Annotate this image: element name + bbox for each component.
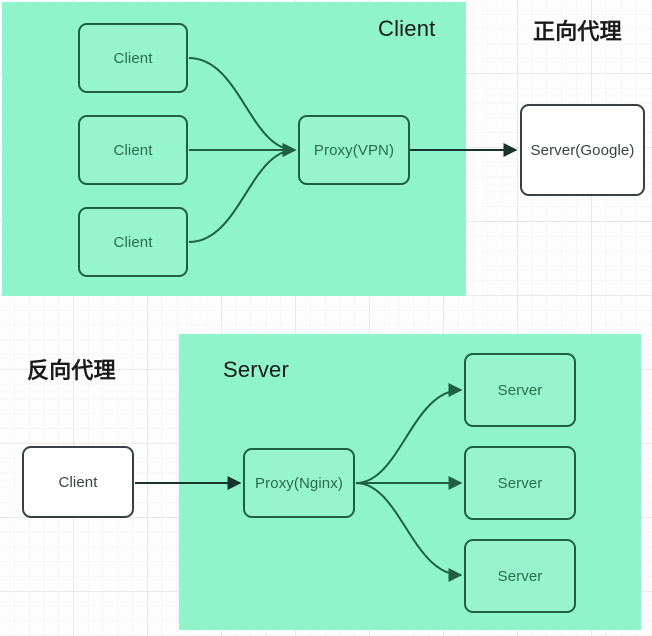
client-node-3[interactable]: Client — [78, 207, 188, 277]
client-node-1-label: Client — [113, 49, 153, 67]
client-group-title: Client — [378, 16, 436, 41]
server-node-3-label: Server — [497, 567, 543, 585]
client-node-1[interactable]: Client — [78, 23, 188, 93]
server-google-node[interactable]: Server(Google) — [520, 104, 645, 196]
server-node-2[interactable]: Server — [464, 446, 576, 520]
reverse-client-label: Client — [58, 473, 98, 491]
proxy-nginx-label: Proxy(Nginx) — [255, 474, 343, 492]
proxy-vpn-node[interactable]: Proxy(VPN) — [298, 115, 410, 185]
forward-proxy-title: 正向代理 — [533, 19, 622, 44]
server-node-2-label: Server — [497, 474, 543, 492]
server-node-1[interactable]: Server — [464, 353, 576, 427]
server-group-title: Server — [223, 357, 289, 382]
server-node-1-label: Server — [497, 381, 543, 399]
proxy-nginx-node[interactable]: Proxy(Nginx) — [243, 448, 355, 518]
server-google-label: Server(Google) — [530, 141, 635, 159]
client-node-3-label: Client — [113, 233, 153, 251]
client-node-2[interactable]: Client — [78, 115, 188, 185]
reverse-client-node[interactable]: Client — [22, 446, 134, 518]
reverse-proxy-title: 反向代理 — [27, 358, 116, 383]
client-node-2-label: Client — [113, 141, 153, 159]
proxy-vpn-label: Proxy(VPN) — [313, 141, 395, 159]
server-node-3[interactable]: Server — [464, 539, 576, 613]
